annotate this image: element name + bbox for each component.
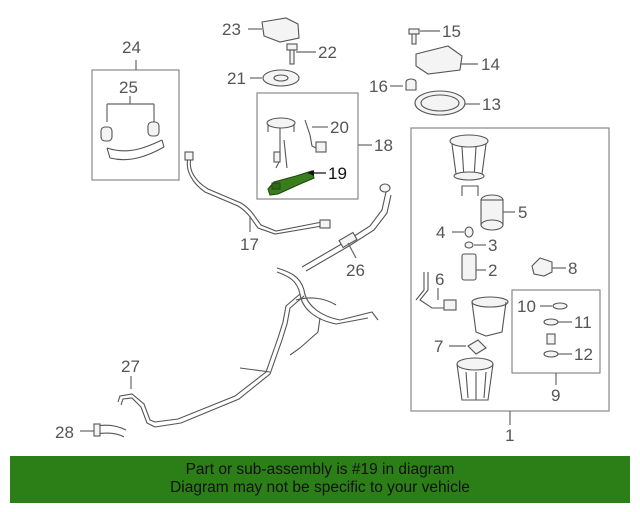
part-14-cover bbox=[415, 45, 478, 75]
label-23: 23 bbox=[222, 20, 241, 39]
label-9: 9 bbox=[551, 386, 560, 405]
label-20: 20 bbox=[330, 118, 349, 137]
part-12-oring bbox=[543, 350, 572, 358]
part-7-clip bbox=[449, 339, 487, 355]
label-28: 28 bbox=[55, 423, 74, 442]
label-21: 21 bbox=[227, 69, 246, 88]
label-19-highlighted: 19 bbox=[328, 164, 347, 183]
part-1-reservoir bbox=[456, 357, 494, 401]
label-13: 13 bbox=[482, 95, 501, 114]
part-4-oring bbox=[452, 226, 474, 238]
label-26: 26 bbox=[346, 261, 365, 280]
label-11: 11 bbox=[574, 313, 592, 332]
label-18: 18 bbox=[374, 136, 393, 155]
part-28-hose bbox=[80, 423, 127, 438]
label-24: 24 bbox=[122, 38, 141, 57]
part-20-float-arm bbox=[304, 119, 328, 153]
part-19-highlighted bbox=[267, 170, 326, 196]
part-1-pump-module bbox=[449, 134, 489, 181]
part-17-fuel-line bbox=[184, 151, 331, 235]
label-3: 3 bbox=[488, 236, 497, 255]
part-pump-body bbox=[471, 296, 509, 337]
label-6: 6 bbox=[435, 270, 444, 289]
label-12: 12 bbox=[574, 345, 593, 364]
part-10-oring bbox=[540, 302, 568, 310]
label-17: 17 bbox=[240, 235, 259, 254]
label-7: 7 bbox=[434, 337, 443, 356]
part-5-filter bbox=[461, 185, 515, 231]
part-2-pump bbox=[461, 253, 486, 281]
label-27: 27 bbox=[121, 357, 140, 376]
brake-harness-lines bbox=[154, 267, 379, 428]
label-5: 5 bbox=[518, 203, 527, 222]
part-22-bolt bbox=[286, 43, 316, 65]
label-16: 16 bbox=[369, 77, 388, 96]
label-4: 4 bbox=[436, 223, 445, 242]
label-8: 8 bbox=[568, 259, 577, 278]
part-11-oring bbox=[543, 318, 572, 326]
part-8-connector bbox=[531, 257, 566, 277]
group-box-18 bbox=[256, 92, 359, 200]
part-23-plate bbox=[248, 17, 300, 43]
part-3-seal bbox=[464, 241, 486, 249]
part-21-ring bbox=[250, 69, 300, 87]
part-25-hose bbox=[100, 60, 165, 161]
part-27-line bbox=[117, 376, 156, 428]
label-14: 14 bbox=[481, 55, 500, 74]
part-6-wiring bbox=[415, 272, 457, 311]
banner-line-1: Part or sub-assembly is #19 in diagram bbox=[185, 461, 455, 478]
part-15-screw bbox=[408, 28, 440, 45]
notice-banner: Part or sub-assembly is #19 in diagram D… bbox=[10, 456, 630, 503]
label-2: 2 bbox=[488, 261, 497, 280]
banner-line-2: Diagram may not be specific to your vehi… bbox=[170, 479, 470, 496]
label-10: 10 bbox=[517, 297, 536, 316]
part-18-sender bbox=[266, 117, 372, 169]
part-valve bbox=[546, 333, 556, 345]
parts-diagram: 23 22 21 24 25 15 14 16 13 20 18 19 17 2… bbox=[55, 17, 610, 445]
part-16-grommet bbox=[390, 78, 417, 91]
label-25: 25 bbox=[119, 78, 138, 97]
part-13-lock-ring bbox=[414, 90, 480, 116]
label-15: 15 bbox=[442, 22, 461, 41]
label-1: 1 bbox=[505, 426, 514, 445]
label-22: 22 bbox=[318, 43, 337, 62]
part-26-filler-tube bbox=[301, 183, 392, 272]
